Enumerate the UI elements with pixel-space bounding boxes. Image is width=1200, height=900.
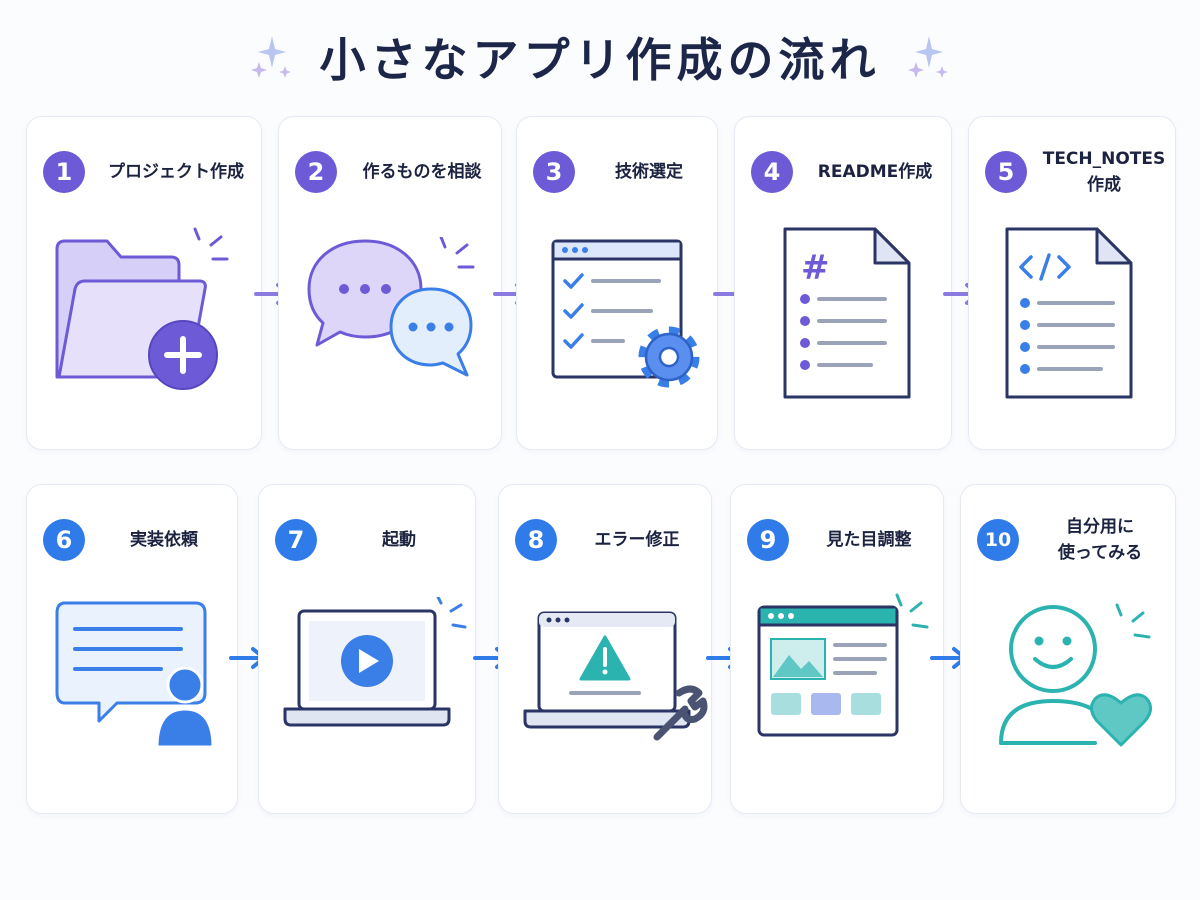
- page-title: 小さなアプリ作成の流れ: [319, 33, 881, 87]
- step-label: 技術選定: [615, 161, 683, 182]
- step-card-2: 2 作るものを相談: [278, 116, 502, 450]
- step-card-8: 8 エラー修正: [498, 484, 712, 814]
- step-card-10: 10 自分用に 使ってみる: [960, 484, 1176, 814]
- step-number-badge: 1: [43, 151, 85, 193]
- browser-layout-icon: [757, 593, 929, 737]
- step-card-1: 1 プロジェクト作成: [26, 116, 262, 450]
- step-card-9: 9 見た目調整: [730, 484, 944, 814]
- step-label: TECH_NOTES作成: [1042, 148, 1166, 195]
- chat-bubbles-icon: [307, 237, 475, 377]
- smiley-person-heart-icon: [999, 603, 1152, 747]
- step-card-5: 5 TECH_NOTES作成: [968, 116, 1176, 450]
- step-label: 実装依頼: [130, 529, 198, 550]
- step-label: エラー修正: [594, 529, 680, 550]
- markdown-document-icon: #: [783, 227, 911, 399]
- step-card-6: 6 実装依頼: [26, 484, 238, 814]
- step-card-4: 4 README作成 #: [734, 116, 952, 450]
- message-user-icon: [55, 601, 215, 749]
- step-number-badge: 9: [747, 519, 789, 561]
- step-label: 自分用に 使ってみる: [1057, 516, 1143, 563]
- step-label: 起動: [382, 529, 416, 550]
- code-document-icon: [1005, 227, 1133, 399]
- title-area: 小さなアプリ作成の流れ: [0, 22, 1200, 92]
- step-card-7: 7 起動: [258, 484, 476, 814]
- step-number-badge: 8: [515, 519, 557, 561]
- folder-plus-icon: [55, 227, 229, 390]
- step-number-badge: 3: [533, 151, 575, 193]
- svg-text:#: #: [801, 248, 830, 288]
- step-label: 作るものを相談: [362, 161, 482, 182]
- step-number-badge: 7: [275, 519, 317, 561]
- sparkle-right-icon: [907, 36, 948, 78]
- step-number-badge: 10: [977, 519, 1019, 561]
- laptop-play-icon: [283, 597, 467, 727]
- step-number-badge: 5: [985, 151, 1027, 193]
- laptop-warning-wrench-icon: [523, 611, 708, 741]
- step-label: 見た目調整: [826, 529, 912, 550]
- step-number-badge: 6: [43, 519, 85, 561]
- sparkle-left-icon: [250, 36, 291, 78]
- step-number-badge: 2: [295, 151, 337, 193]
- step-number-badge: 4: [751, 151, 793, 193]
- step-card-3: 3 技術選定: [516, 116, 718, 450]
- step-label: プロジェクト作成: [108, 161, 244, 182]
- step-label: README作成: [817, 161, 933, 182]
- checklist-gear-icon: [551, 239, 700, 388]
